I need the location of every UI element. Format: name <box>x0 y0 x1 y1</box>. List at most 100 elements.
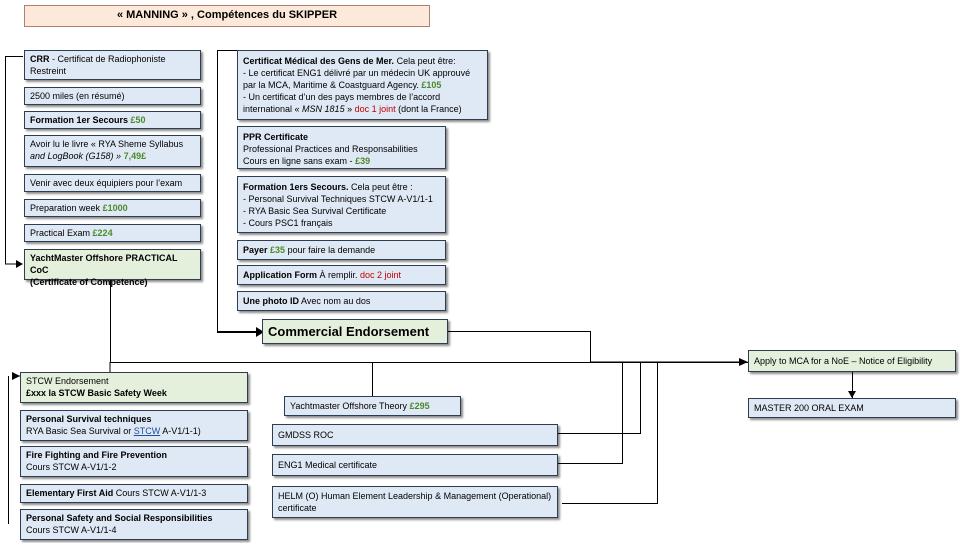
prep-week-price: £1000 <box>102 203 128 213</box>
application-rest: À remplir. <box>317 270 361 280</box>
ppr-line1: Professional Practices and Responsabilit… <box>243 144 418 154</box>
payer-rest: pour faire la demande <box>285 245 376 255</box>
ym-theory-price: £295 <box>409 401 430 411</box>
ppr-line2: Cours en ligne sans exam - <box>243 156 356 166</box>
personal-survival-box: Personal Survival techniques RYA Basic S… <box>20 410 248 441</box>
crr-line2: Restreint <box>30 66 67 76</box>
prep-week-label: Preparation week <box>30 203 101 213</box>
book-line2: and LogBook (G158) » <box>30 151 124 161</box>
medical-doc-link[interactable]: doc 1 joint <box>354 104 396 114</box>
book-box: Avoir lu le livre « RYA Sheme Syllabus a… <box>24 135 201 167</box>
connector-line <box>5 56 6 264</box>
connector-line <box>217 331 263 333</box>
medical-certificate-box: Certificat Médical des Gens de Mer. Cela… <box>237 50 488 120</box>
connector-line <box>852 372 853 398</box>
connector-line <box>5 56 23 57</box>
fire-fighting-box: Fire Fighting and Fire Prevention Cours … <box>20 446 248 477</box>
application-form-box: Application Form À remplir. doc 2 joint <box>237 265 446 285</box>
crr-desc: - Certificat de Radiophoniste <box>49 54 166 64</box>
connector-line <box>217 50 237 51</box>
pst-line2a: RYA Basic Sea Survival or <box>26 426 134 436</box>
medical-line4a: international « <box>243 104 303 114</box>
ppr-certificate-box: PPR Certificate Professional Practices a… <box>237 126 446 169</box>
payer-box: Payer £35 pour faire la demande <box>237 240 446 260</box>
crr-box: CRR - Certificat de Radiophoniste Restre… <box>24 50 201 80</box>
helm-line1: HELM (O) Human Element Leadership & Mana… <box>278 491 552 501</box>
book-line1: Avoir lu le livre « RYA Sheme Syllabus <box>30 139 184 149</box>
commercial-endorsement-box: Commercial Endorsement <box>262 319 448 344</box>
ym-theory-label: Yachtmaster Offshore Theory <box>290 401 410 411</box>
pst-title: Personal Survival techniques <box>26 414 152 424</box>
crew-text: Venir avec deux équipiers pour l’exam <box>30 178 183 188</box>
apply-label: Apply to MCA for a NoE – Notice of Eligi… <box>754 356 933 366</box>
yachtmaster-coc-box: YachtMaster Offshore PRACTICAL CoC (Cert… <box>24 249 201 287</box>
application-doc-link[interactable]: doc 2 joint <box>360 270 402 280</box>
first-aid-training-line1: - Personal Survival Techniques STCW A-V1… <box>243 194 433 204</box>
medical-line4e: (dont la France) <box>395 104 462 114</box>
pst-line2c: A-V1/1-1) <box>160 426 201 436</box>
medical-line4c: » <box>344 104 355 114</box>
yachtmaster-theory-box: Yachtmaster Offshore Theory £295 <box>284 396 461 416</box>
efa-rest: Cours STCW A-V1/1-3 <box>113 488 207 498</box>
payer-price: £35 <box>270 245 286 255</box>
page-title: « MANNING » , Compétences du SKIPPER <box>24 5 430 27</box>
medical-title: Certificat Médical des Gens de Mer. <box>243 56 395 66</box>
fire-title: Fire Fighting and Fire Prevention <box>26 450 168 460</box>
connector-line <box>110 280 111 362</box>
eng1-medical-box: ENG1 Medical certificate <box>272 454 558 476</box>
first-aid-training-line2: - RYA Basic Sea Survival Certificate <box>243 206 387 216</box>
first-aid-training-title-rest: Cela peut être : <box>348 182 413 192</box>
practical-exam-price: £224 <box>92 228 113 238</box>
photo-label: Une photo ID <box>243 296 299 306</box>
first-aid-box: Formation 1er Secours £50 <box>24 111 201 129</box>
connector-line <box>448 331 591 332</box>
helm-line2: certificate <box>278 503 317 513</box>
payer-label: Payer <box>243 245 271 255</box>
connector-line <box>562 503 658 504</box>
commercial-endorsement-label: Commercial Endorsement <box>268 324 430 339</box>
first-aid-training-title: Formation 1ers Secours. <box>243 182 349 192</box>
helm-box: HELM (O) Human Element Leadership & Mana… <box>272 486 558 518</box>
connector-line <box>640 362 641 433</box>
connector-line <box>622 362 623 464</box>
medical-msn: MSN 1815 <box>302 104 345 114</box>
medical-title-rest: Cela peut être: <box>394 56 456 66</box>
first-aid-training-line3: - Cours PSC1 français <box>243 218 333 228</box>
photo-id-box: Une photo ID Avec nom au dos <box>237 291 446 311</box>
pst-stcw-link[interactable]: STCW <box>133 426 161 436</box>
practical-exam-box: Practical Exam £224 <box>24 224 201 242</box>
ppr-title: PPR Certificate <box>243 132 309 142</box>
connector-line <box>657 362 658 504</box>
master-oral-exam-box: MASTER 200 ORAL EXAM <box>748 398 956 418</box>
connector-line <box>110 362 857 363</box>
connector-line <box>590 331 591 362</box>
pssr-title: Personal Safety and Social Responsibilit… <box>26 513 213 523</box>
connector-line <box>217 50 218 331</box>
yachtmaster-coc-line1: YachtMaster Offshore PRACTICAL CoC <box>30 253 178 275</box>
fire-line2: Cours STCW A-V1/1-2 <box>26 462 117 472</box>
book-price: 7,49£ <box>123 151 147 161</box>
ppr-price: £39 <box>355 156 371 166</box>
miles-text: 2500 miles (en résumé) <box>30 91 125 101</box>
first-aid-training-box: Formation 1ers Secours. Cela peut être :… <box>237 176 446 233</box>
medical-line1: - Le certificat ENG1 délivré par un méde… <box>243 68 471 78</box>
eng1-label: ENG1 Medical certificate <box>278 460 378 470</box>
miles-box: 2500 miles (en résumé) <box>24 87 201 105</box>
practical-exam-label: Practical Exam <box>30 228 91 238</box>
stcw-line2: £xxx la STCW Basic Safety Week <box>26 388 167 398</box>
yachtmaster-coc-line2: (Certificate of Competence) <box>30 277 148 287</box>
pssr-line2: Cours STCW A-V1/1-4 <box>26 525 117 535</box>
photo-rest: Avec nom au dos <box>299 296 371 306</box>
medical-line3: - Un certificat d’un des pays membres de… <box>243 92 441 102</box>
gmdss-label: GMDSS ROC <box>278 430 334 440</box>
elementary-first-aid-box: Elementary First Aid Cours STCW A-V1/1-3 <box>20 484 248 503</box>
master-label: MASTER 200 ORAL EXAM <box>754 403 864 413</box>
connector-line <box>372 363 373 397</box>
medical-price: £105 <box>421 80 442 90</box>
efa-title: Elementary First Aid <box>26 488 114 498</box>
connector-line <box>8 376 9 524</box>
medical-line2: par la MCA, Maritime & Coastguard Agency… <box>243 80 422 90</box>
stcw-endorsement-box: STCW Endorsement £xxx la STCW Basic Safe… <box>20 372 248 403</box>
stcw-line1: STCW Endorsement <box>26 376 109 386</box>
first-aid-price: £50 <box>130 115 146 125</box>
